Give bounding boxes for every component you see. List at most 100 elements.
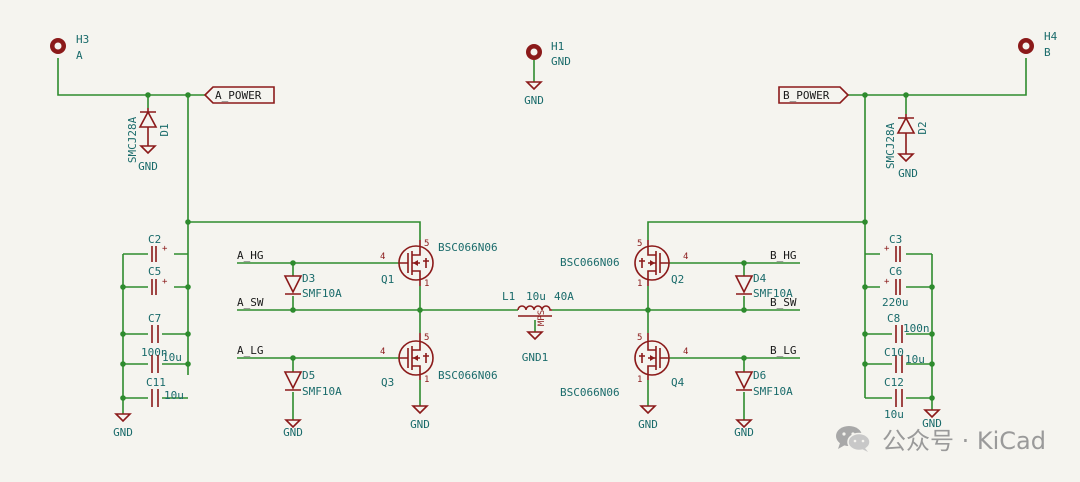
c8-value: 100n [903,322,930,335]
h1-net: GND [551,55,571,68]
c7-ref: C7 [148,312,161,325]
mosfet-q1[interactable]: 4 5 1 Q1 BSC066N06 [380,239,498,289]
watermark-text: 公众号 · KiCad [882,427,1046,455]
diode-d6[interactable]: D6 SMF10A GND [734,369,793,439]
q3-pin-source: 1 [424,375,429,385]
d3-ref: D3 [302,272,315,285]
svg-text:+: + [884,277,890,287]
d1-ref: D1 [158,123,171,136]
q4-value: BSC066N06 [560,386,620,399]
l1-inner-text: MPS [537,310,547,326]
svg-text:+: + [884,244,890,254]
left-bank-gnd-label: GND [113,426,133,439]
capacitor-c2[interactable]: + C2 [148,233,174,262]
capacitor-c10[interactable]: C10 10u [884,346,925,373]
d1-value: SMCJ28A [126,116,139,163]
capacitor-c9[interactable]: 10u [148,351,182,373]
q1-pin-gate: 4 [380,252,385,262]
capacitor-bank-right: + C3 + C6 220u C8 100n C10 10u C12 10u [880,233,942,430]
c2-ref: C2 [148,233,161,246]
q4-ref: Q4 [671,376,685,389]
c10-value: 10u [905,353,925,366]
d2-gnd-label: GND [898,167,918,180]
d5-ref: D5 [302,369,315,382]
mounting-hole-h1[interactable]: H1 GND GND [524,40,571,107]
d5-value: SMF10A [302,385,342,398]
c12-ref: C12 [884,376,904,389]
mosfet-q3[interactable]: 4 5 1 Q3 BSC066N06 GND [380,333,498,431]
junctions [120,92,935,401]
d6-gnd-label: GND [734,426,754,439]
svg-text:+: + [162,277,168,287]
d6-value: SMF10A [753,385,793,398]
global-label-a-power[interactable]: A_POWER [203,86,275,104]
q2-value: BSC066N06 [560,256,620,269]
capacitor-c8[interactable]: C8 100n [887,312,930,343]
diode-d4[interactable]: D4 SMF10A [734,272,793,300]
d2-value: SMCJ28A [884,122,897,169]
gnd1-label: GND1 [522,351,549,364]
capacitor-c5[interactable]: + C5 [148,265,174,295]
b-power-text: B_POWER [783,89,830,102]
c9-value: 10u [162,351,182,364]
capacitor-c3[interactable]: + C3 [880,233,906,262]
q4-gnd-label: GND [638,418,658,431]
h4-net: B [1044,46,1051,59]
q2-pin-source: 1 [637,279,642,289]
capacitor-c7[interactable]: C7 100n [141,312,168,359]
tvs-diode-d1[interactable]: GND D1 SMCJ28A [126,108,171,173]
mosfet-q2[interactable]: 4 5 1 Q2 BSC066N06 [560,239,688,289]
c12-value: 10u [884,408,904,421]
h3-net: A [76,49,83,62]
capacitor-c6[interactable]: + C6 220u [880,265,909,309]
q4-pin-drain: 5 [637,333,642,343]
a-power-text: A_POWER [215,89,262,102]
q3-ref: Q3 [381,376,394,389]
q1-pin-drain: 5 [424,239,429,249]
net-label-b-sw[interactable]: B_SW [770,296,797,309]
net-labels: A_HG A_SW A_LG B_HG B_SW B_LG [237,249,797,357]
inductor-l1[interactable]: MPS L1 10u 40A GND1 [502,290,574,364]
d3-value: SMF10A [302,287,342,300]
mounting-hole-h3[interactable]: H3 A [50,33,89,62]
diode-d3[interactable]: D3 SMF10A [283,272,342,300]
d4-ref: D4 [753,272,767,285]
q1-value: BSC066N06 [438,241,498,254]
d1-gnd-label: GND [138,160,158,173]
tvs-diode-d2[interactable]: GND D2 SMCJ28A [884,114,929,180]
c11-value: 10u [164,389,184,402]
c11-ref: C11 [146,376,166,389]
wechat-icon [836,425,871,452]
q3-value: BSC066N06 [438,369,498,382]
d2-ref: D2 [916,121,929,134]
capacitor-c11[interactable]: C11 10u [146,376,184,407]
diode-d5[interactable]: D5 SMF10A GND [283,369,342,439]
c3-ref: C3 [889,233,902,246]
d6-ref: D6 [753,369,766,382]
q4-pin-source: 1 [637,375,642,385]
net-label-a-hg[interactable]: A_HG [237,249,264,262]
l1-value: 10u [526,290,546,303]
mounting-hole-h4[interactable]: H4 B [1018,30,1058,59]
net-label-a-lg[interactable]: A_LG [237,344,264,357]
q1-pin-source: 1 [424,279,429,289]
q2-ref: Q2 [671,273,684,286]
d5-gnd-label: GND [283,426,303,439]
h4-ref: H4 [1044,30,1058,43]
c8-ref: C8 [887,312,900,325]
c6-ref: C6 [889,265,902,278]
h3-ref: H3 [76,33,89,46]
wires [57,58,1027,420]
net-label-b-hg[interactable]: B_HG [770,249,797,262]
global-label-b-power[interactable]: B_POWER [778,86,850,104]
capacitor-c12[interactable]: C12 10u [884,376,906,421]
q3-pin-drain: 5 [424,333,429,343]
q1-ref: Q1 [381,273,394,286]
d4-value: SMF10A [753,287,793,300]
c10-ref: C10 [884,346,904,359]
mosfet-q4[interactable]: 4 5 1 Q4 BSC066N06 GND [560,333,688,431]
net-label-a-sw[interactable]: A_SW [237,296,264,309]
net-label-b-lg[interactable]: B_LG [770,344,797,357]
q4-pin-gate: 4 [683,347,688,357]
